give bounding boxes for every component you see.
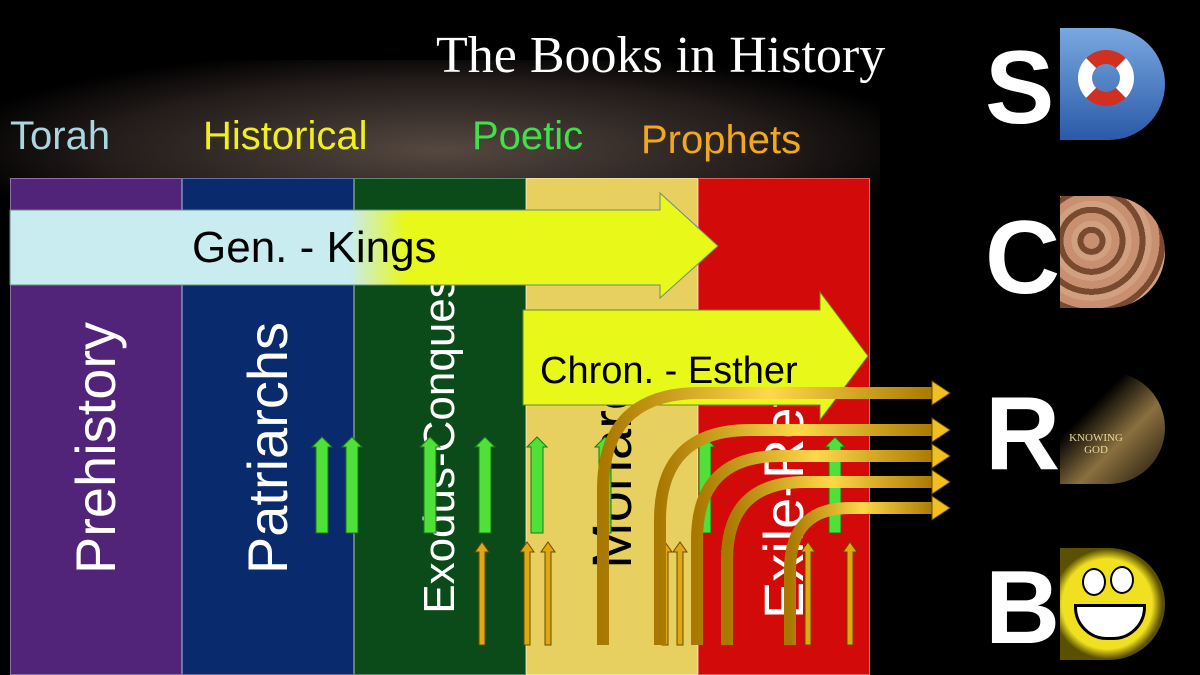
category-prophets: Prophets [641,118,802,162]
scrb-letter-c: C [985,200,1061,316]
category-poetic: Poetic [472,114,584,158]
crowd-photo [1060,196,1165,308]
knowing-god-caption: KNOWING GOD [1069,432,1123,456]
life-ring-icon [1060,28,1165,140]
scrb-letter-r: R [985,376,1061,492]
gen-kings-arrow [9,191,719,300]
chron-esther-label: Chron. - Esther [540,350,798,392]
slide-title: The Books in History [436,27,886,84]
curved-arrow-heads [931,380,951,521]
curved-gold-arrows [597,387,935,645]
scrb-letter-b: B [985,550,1061,666]
category-historical: Historical [203,114,368,158]
gen-kings-label: Gen. - Kings [192,223,437,272]
knowing-god-image: KNOWING GOD [1060,372,1165,484]
category-torah: Torah [10,114,111,158]
grinning-face-icon [1060,548,1165,660]
scrb-letter-s: S [985,30,1055,146]
